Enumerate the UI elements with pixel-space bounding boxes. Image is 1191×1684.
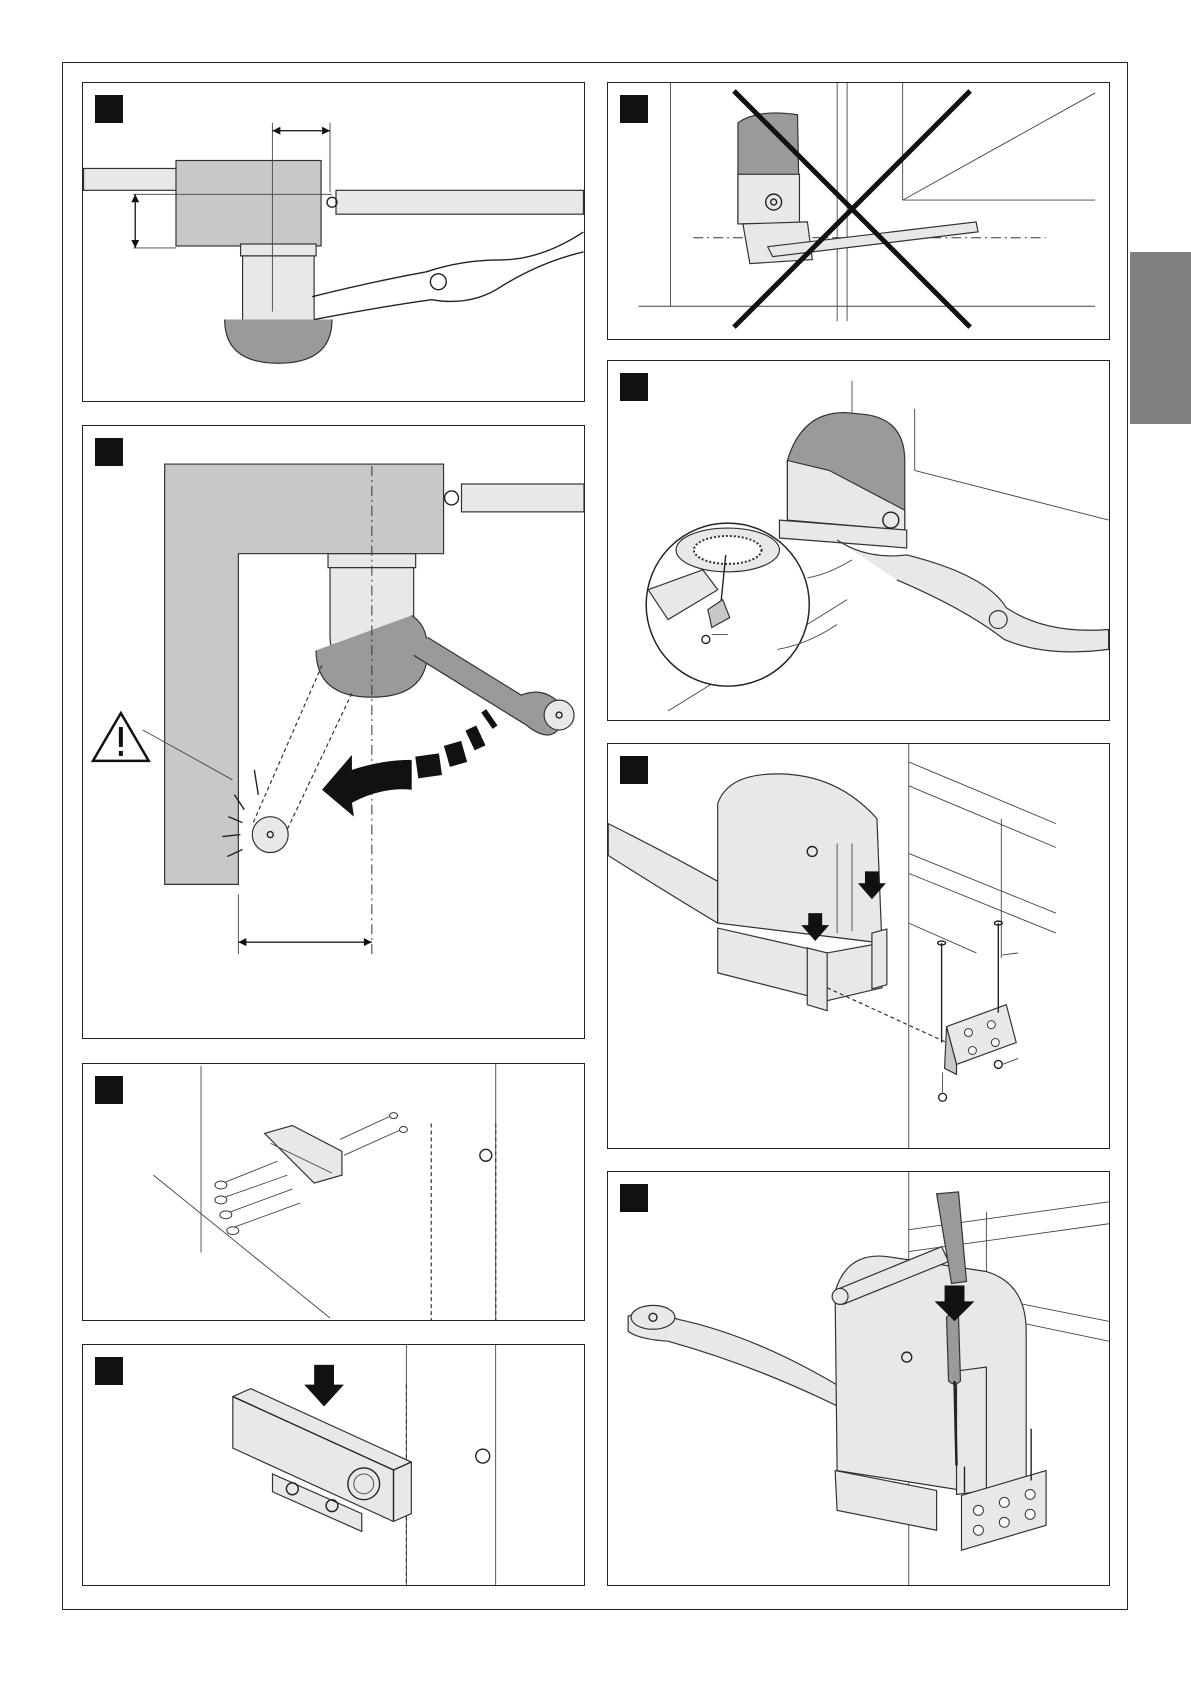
- arrow-down-icon: [304, 1365, 344, 1407]
- illustration-motor-mounting: [608, 744, 1109, 1148]
- step-marker: [95, 438, 123, 466]
- illustration-arm-adjustment: [608, 361, 1109, 720]
- panel-opening-angle: [82, 425, 585, 1039]
- illustration-opening-angle: [83, 426, 584, 1038]
- step-marker: [620, 95, 648, 123]
- illustration-wall-bracket: [83, 1064, 584, 1320]
- step-marker: [95, 1076, 123, 1104]
- illustration-final-fixing: [608, 1172, 1109, 1585]
- closing-arrow-icon: [322, 709, 497, 816]
- panel-arm-adjustment: [607, 360, 1110, 721]
- step-marker: [95, 95, 123, 123]
- illustration-wrong-installation: [608, 83, 1109, 339]
- panel-final-fixing: [607, 1171, 1110, 1586]
- step-marker: [95, 1357, 123, 1385]
- panel-dimension-top-view: [82, 82, 585, 402]
- panel-level-check: [82, 1344, 585, 1586]
- panel-wall-bracket-fixing: [82, 1063, 585, 1321]
- step-marker: [620, 373, 648, 401]
- step-marker: [620, 756, 648, 784]
- illustration-top-view: [83, 83, 584, 401]
- step-marker: [620, 1184, 648, 1212]
- panel-motor-mounting: [607, 743, 1110, 1149]
- illustration-level-check: [83, 1345, 584, 1585]
- section-tab: [1130, 252, 1191, 424]
- panel-wrong-installation: [607, 82, 1110, 340]
